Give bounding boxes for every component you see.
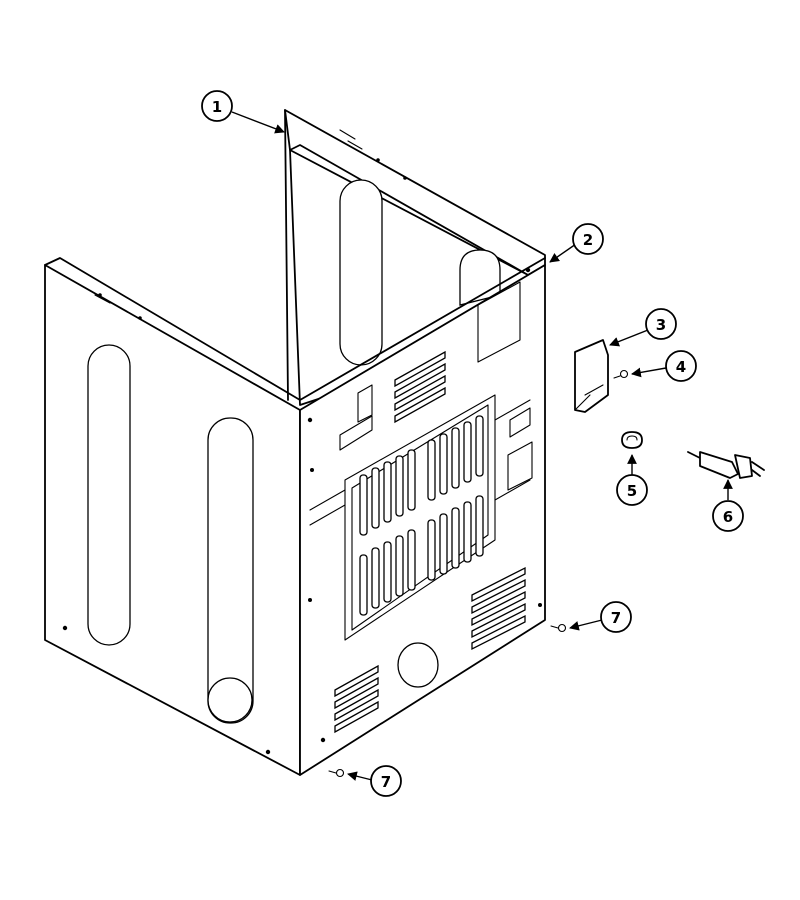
louver-group-upper-right: [427, 415, 484, 501]
louver-group-lower-left: [359, 529, 416, 616]
inner-slot-left: [339, 179, 383, 366]
screw-7a-part: [550, 623, 567, 633]
leader-lines: [231, 111, 733, 781]
callout-5-label: 5: [627, 482, 637, 500]
callout-6-label: 6: [723, 508, 733, 526]
callout-6: 6: [712, 500, 744, 532]
callout-4-label: 4: [676, 358, 686, 376]
inner-slot-right: [459, 249, 501, 306]
exhaust-opening: [397, 642, 439, 688]
strain-relief-part: [621, 431, 643, 449]
screw-7b-part: [328, 768, 345, 778]
dryer-cabinet: [44, 109, 546, 776]
callout-5: 5: [616, 474, 648, 506]
callout-7a-label: 7: [611, 609, 621, 627]
screw-part: [613, 369, 629, 379]
louver-group-upper-left: [359, 449, 416, 536]
louver-group-lower-right: [427, 495, 484, 581]
callout-4: 4: [665, 350, 697, 382]
callout-1: 1: [201, 90, 233, 122]
cabinet-back-panel: [299, 264, 546, 776]
callout-2-label: 2: [583, 231, 593, 249]
callout-7b: 7: [370, 765, 402, 797]
cabinet-left-side-panel: [44, 264, 301, 776]
callout-7a: 7: [600, 601, 632, 633]
callout-3-label: 3: [656, 316, 666, 334]
side-slot-front: [87, 344, 131, 646]
louver-group-bottom-right: [471, 566, 526, 651]
louver-group-bottom-left: [334, 664, 379, 734]
callout-2: 2: [572, 223, 604, 255]
callout-3: 3: [645, 308, 677, 340]
callout-7b-label: 7: [381, 773, 391, 791]
louver-group-top: [394, 350, 446, 424]
callout-1-label: 1: [212, 98, 222, 116]
terminal-block-bracket: [574, 339, 609, 413]
side-slot-rear: [207, 417, 254, 724]
power-cord-part: [687, 451, 765, 479]
